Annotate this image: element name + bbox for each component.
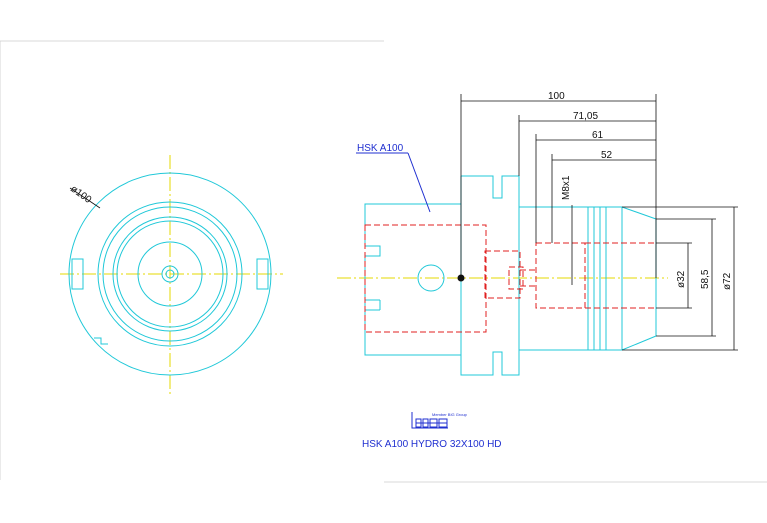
dim-52-text: 52: [601, 150, 613, 161]
dim-100-text: 100: [548, 91, 565, 102]
dia-100-label: ø100: [68, 184, 93, 207]
sheet-border: [0, 40, 767, 483]
logo-caption: Member BIG Group: [432, 412, 468, 417]
side-view: [337, 175, 668, 376]
logo-mark-base: [411, 412, 448, 429]
logo-icon: Member BIG Group: [411, 412, 468, 429]
front-outer-circle: [68, 172, 272, 376]
dim-72-text: ø72: [722, 272, 733, 290]
dim-58-5-text: 58,5: [700, 269, 711, 289]
front-ring-5: [137, 241, 203, 307]
thread-label: M8x1: [561, 175, 572, 200]
flange-outline: [460, 175, 520, 376]
drawing-title: HSK A100 HYDRO 32X100 HD: [362, 439, 502, 450]
hsk-taper-outline: [364, 203, 461, 356]
dim-32-text: ø32: [676, 270, 687, 288]
front-view: ø100: [60, 155, 283, 396]
hidden-clamp-bore: [535, 242, 586, 309]
front-bore-inner: [165, 269, 175, 279]
hsk-callout-leader: [407, 152, 431, 213]
hsk-side-hole: [417, 264, 445, 292]
front-ring-2: [102, 206, 238, 342]
front-ring-4: [116, 220, 224, 328]
dimensions: 100 71,05 61 52 M8x1 ø32 58,5 ø72: [460, 91, 738, 351]
hidden-flange-bore: [484, 250, 521, 299]
front-bore: [161, 265, 179, 283]
front-notch: [94, 337, 108, 345]
dia-100-leader: [69, 187, 101, 209]
front-drive-slot-left: [71, 258, 84, 290]
hidden-taper-bore: [364, 224, 487, 333]
front-ring-3: [112, 216, 228, 332]
dim-71-05-text: 71,05: [573, 111, 598, 122]
dim-61-text: 61: [592, 130, 604, 141]
hsk-callout-label: HSK A100: [357, 143, 404, 154]
front-drive-slot-right: [256, 258, 269, 290]
front-ring-1: [97, 201, 243, 347]
annotations: HSK A100 Member BIG Group HSK A100 HYDRO…: [356, 143, 502, 450]
